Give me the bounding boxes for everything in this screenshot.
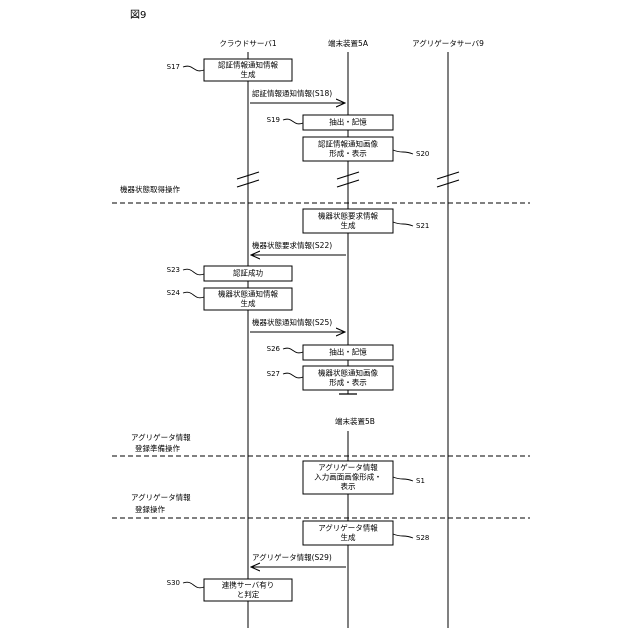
step-leader-s28	[393, 534, 413, 538]
process-text: 生成	[341, 532, 356, 542]
process-text: 認証成功	[233, 268, 263, 278]
process-text: 形成・表示	[329, 148, 367, 158]
process-text: 入力画面画像形成・	[314, 472, 382, 482]
step-label-s26: S26	[267, 345, 281, 353]
process-text: 生成	[241, 69, 256, 79]
process-box-s30: 連携サーバ有りと判定	[204, 579, 292, 601]
process-text: 抽出・記憶	[329, 117, 367, 127]
step-leader-s1	[393, 477, 413, 481]
section-label-registration-prep-2: 登録準備操作	[135, 443, 180, 453]
message-label-s29: アグリゲータ情報(S29)	[252, 552, 332, 562]
section-label-registration-2: 登録操作	[135, 504, 165, 514]
section-label-registration-prep: アグリゲータ情報	[131, 432, 191, 442]
step-leader-s21	[393, 222, 413, 226]
step-label-s20: S20	[416, 150, 429, 158]
section-label-registration: アグリゲータ情報	[131, 492, 191, 502]
message-label-s25: 機器状態通知情報(S25)	[252, 317, 332, 327]
process-text: 表示	[341, 481, 356, 491]
step-leader-s30	[183, 582, 204, 588]
process-text: 認証情報通知情報	[218, 59, 278, 69]
process-box-s24: 機器状態通知情報生成	[204, 288, 292, 310]
process-text: 機器状態要求情報	[318, 210, 378, 220]
step-leader-s26	[283, 348, 303, 353]
process-box-s21: 機器状態要求情報生成	[303, 209, 393, 233]
message-label-s22: 機器状態要求情報(S22)	[252, 240, 332, 250]
step-leader-s27	[283, 373, 303, 378]
process-text: 形成・表示	[329, 377, 367, 387]
process-box-s17: 認証情報通知情報生成	[204, 59, 292, 81]
step-label-s24: S24	[167, 289, 181, 297]
step-leader-s17	[183, 66, 204, 71]
step-leader-s20	[393, 150, 413, 154]
step-label-s19: S19	[267, 116, 280, 124]
step-label-s23: S23	[167, 266, 180, 274]
process-text: 認証情報通知画像	[318, 138, 378, 148]
process-text: 連携サーバ有り	[222, 579, 274, 589]
step-label-s17: S17	[167, 63, 180, 71]
lifeline-label-cloud-server: クラウドサーバ1	[219, 39, 276, 48]
process-text: 機器状態通知画像	[318, 367, 378, 377]
step-leader-s24	[183, 292, 204, 298]
step-label-s28: S28	[416, 534, 429, 542]
process-text: アグリゲータ情報	[318, 462, 378, 472]
process-box-s27: 機器状態通知画像形成・表示	[303, 366, 393, 390]
process-box-s28: アグリゲータ情報生成	[303, 521, 393, 545]
step-label-s21: S21	[416, 222, 429, 230]
lifeline-label-terminal-a: 端末装置5A	[328, 38, 369, 48]
process-box-s26: 抽出・記憶	[303, 345, 393, 360]
process-box-s20: 認証情報通知画像形成・表示	[303, 137, 393, 161]
step-label-s30: S30	[167, 579, 180, 587]
process-box-s19: 抽出・記憶	[303, 115, 393, 130]
step-leader-s19	[283, 119, 303, 124]
process-text: 機器状態通知情報	[218, 288, 278, 298]
message-label-s18: 認証情報通知情報(S18)	[252, 88, 332, 98]
process-text: 生成	[341, 220, 356, 230]
process-box-s1: アグリゲータ情報入力画面画像形成・表示	[303, 461, 393, 494]
step-label-s1: S1	[416, 477, 425, 485]
step-label-s27: S27	[267, 370, 280, 378]
process-text: 抽出・記憶	[329, 347, 367, 357]
step-leader-s23	[183, 269, 204, 275]
process-text: 生成	[241, 298, 256, 308]
lifeline-label-aggregator-server: アグリゲータサーバ9	[412, 38, 484, 48]
process-text: と判定	[237, 589, 260, 599]
lifeline-label-terminal-b: 端末装置5B	[335, 416, 375, 426]
section-label-device-state: 機器状態取得操作	[120, 184, 180, 194]
figure-label: 図9	[130, 9, 146, 21]
process-box-s23: 認証成功	[204, 266, 292, 281]
process-text: アグリゲータ情報	[318, 522, 378, 532]
